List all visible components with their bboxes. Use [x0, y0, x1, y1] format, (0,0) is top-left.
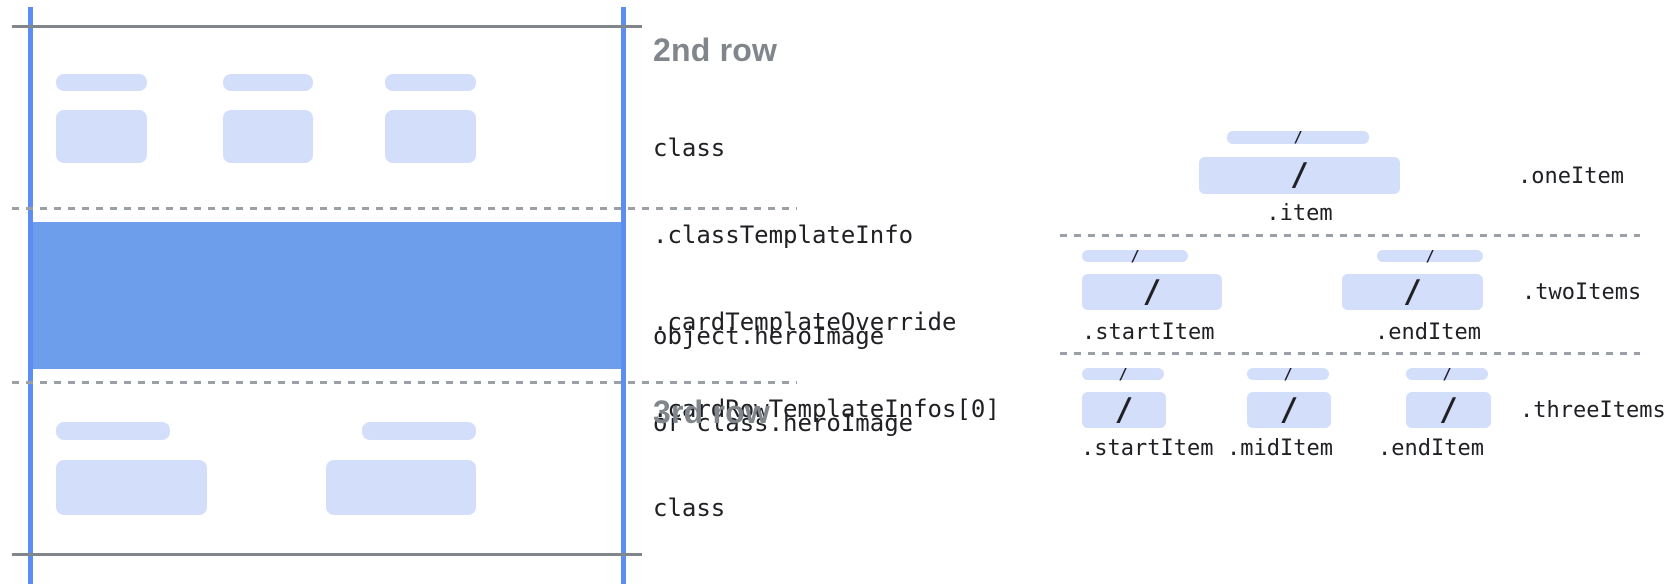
three-items-mid-label-bar: /: [1247, 364, 1329, 383]
two-items-start-value-bar: /: [1082, 274, 1222, 310]
code-line: .classTemplateInfo: [653, 221, 914, 249]
code-line: .classTemplateInfo: [653, 581, 1000, 584]
slash-placeholder-glyph: /: [1114, 391, 1134, 428]
row2-module2-label-placeholder: [223, 74, 313, 91]
slash-placeholder-glyph: /: [1425, 246, 1435, 265]
two-items-end-field-label: .endItem: [1375, 320, 1481, 345]
card-top-line: [12, 25, 642, 28]
two-items-row-label: .twoItems: [1522, 280, 1642, 305]
card-bottom-line: [12, 553, 642, 556]
slash-placeholder-glyph: /: [1118, 364, 1128, 383]
slash-placeholder-glyph: /: [1439, 391, 1458, 428]
hero-image-placeholder: [33, 222, 621, 369]
one-item-value-bar: /: [1199, 157, 1400, 194]
two-items-start-field-label: .startItem: [1082, 320, 1215, 345]
three-items-mid-value-bar: /: [1247, 392, 1331, 428]
row2-code-path: class .classTemplateInfo .cardTemplateOv…: [653, 76, 1000, 482]
slash-placeholder-glyph: /: [1290, 157, 1309, 193]
row2-heading: 2nd row: [653, 32, 778, 68]
slash-placeholder-glyph: /: [1442, 364, 1452, 383]
hero-row3-separator-dashed-line: [12, 381, 797, 384]
one-item-field-label: .item: [1266, 201, 1333, 226]
three-items-end-value-bar: /: [1406, 392, 1491, 428]
row3-end-value-placeholder: [326, 460, 476, 515]
row2-hero-separator-dashed-line: [12, 207, 797, 210]
row2-module3-label-placeholder: [385, 74, 476, 91]
slash-placeholder-glyph: /: [1403, 273, 1422, 310]
row2-module2-value-placeholder: [223, 110, 313, 163]
code-line: class: [653, 494, 726, 522]
row3-code-path: class .classTemplateInfo .cardTemplateOv…: [653, 436, 1000, 584]
one-two-separator-dashed-line: [1060, 234, 1640, 237]
code-line: .cardTemplateOverride: [653, 308, 957, 336]
row2-module3-value-placeholder: [385, 110, 476, 163]
two-items-end-value-bar: /: [1342, 274, 1483, 310]
row3-start-value-placeholder: [56, 460, 207, 515]
slash-placeholder-glyph: /: [1283, 364, 1293, 383]
one-item-label-bar: /: [1227, 128, 1369, 146]
three-items-mid-field-label: .midItem: [1227, 436, 1333, 461]
row2-module1-label-placeholder: [56, 74, 147, 91]
code-line: .cardRowTemplateInfos[0]: [653, 395, 1000, 423]
three-items-end-field-label: .endItem: [1378, 436, 1484, 461]
one-item-row-label: .oneItem: [1518, 164, 1624, 189]
code-line: object.heroImage: [653, 322, 885, 350]
three-items-start-field-label: .startItem: [1081, 436, 1214, 461]
three-items-row-label: .threeItems: [1520, 398, 1666, 423]
three-items-end-label-bar: /: [1406, 364, 1488, 383]
row2-module1-value-placeholder: [56, 110, 147, 163]
card-left-edge-line: [28, 7, 33, 584]
slash-placeholder-glyph: /: [1130, 246, 1140, 265]
slash-placeholder-glyph: /: [1142, 273, 1162, 310]
row3-end-label-placeholder: [362, 422, 476, 440]
hero-code-path: object.heroImage or class.heroImage: [653, 264, 913, 496]
three-items-start-value-bar: /: [1082, 392, 1166, 428]
code-line: or class.heroImage: [653, 409, 914, 437]
two-three-separator-dashed-line: [1060, 352, 1640, 355]
row3-start-label-placeholder: [56, 422, 170, 440]
three-items-start-label-bar: /: [1082, 364, 1164, 383]
code-line: class: [653, 134, 726, 162]
slash-placeholder-glyph: /: [1279, 391, 1299, 428]
slash-placeholder-glyph: /: [1293, 128, 1303, 146]
card-right-edge-line: [621, 7, 626, 584]
row3-heading: 3rd row: [653, 394, 770, 430]
two-items-start-label-bar: /: [1082, 246, 1188, 265]
two-items-end-label-bar: /: [1377, 246, 1483, 265]
